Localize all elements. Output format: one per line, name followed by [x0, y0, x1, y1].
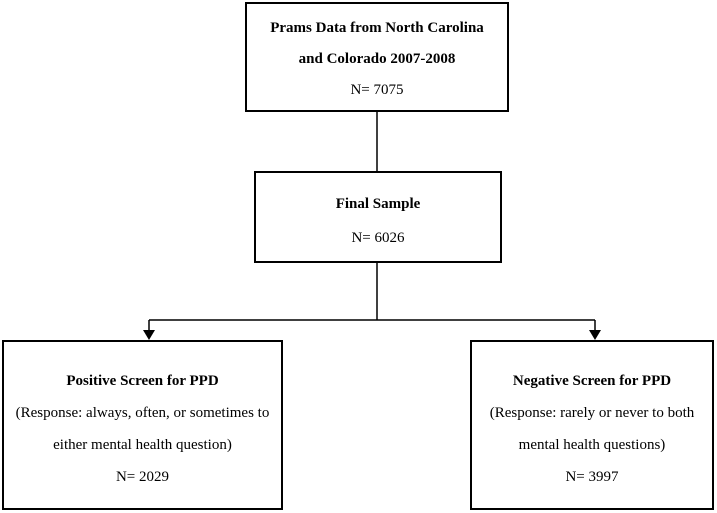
- positive-desc-line2: either mental health question): [53, 437, 232, 453]
- source-data-box: Prams Data from North Carolina and Color…: [245, 2, 509, 112]
- final-sample-box: Final Sample N= 6026: [254, 171, 502, 263]
- positive-title: Positive Screen for PPD: [66, 373, 219, 389]
- negative-desc-line1: (Response: rarely or never to both: [489, 405, 695, 421]
- negative-desc-line2: mental health questions): [518, 437, 666, 453]
- source-title-line2: and Colorado 2007-2008: [298, 51, 456, 67]
- negative-title: Negative Screen for PPD: [512, 373, 672, 389]
- positive-screen-box: Positive Screen for PPD (Response: alway…: [2, 340, 283, 510]
- source-count: N= 7075: [350, 82, 404, 98]
- arrowhead-negative: [589, 330, 601, 340]
- positive-desc-line1: (Response: always, often, or sometimes t…: [15, 405, 270, 421]
- source-title-line1: Prams Data from North Carolina: [270, 20, 484, 36]
- negative-screen-box: Negative Screen for PPD (Response: rarel…: [470, 340, 714, 510]
- positive-count: N= 2029: [115, 469, 170, 485]
- arrowhead-positive: [143, 330, 155, 340]
- negative-count: N= 3997: [565, 469, 619, 485]
- final-title: Final Sample: [335, 196, 421, 212]
- final-count: N= 6026: [351, 230, 405, 246]
